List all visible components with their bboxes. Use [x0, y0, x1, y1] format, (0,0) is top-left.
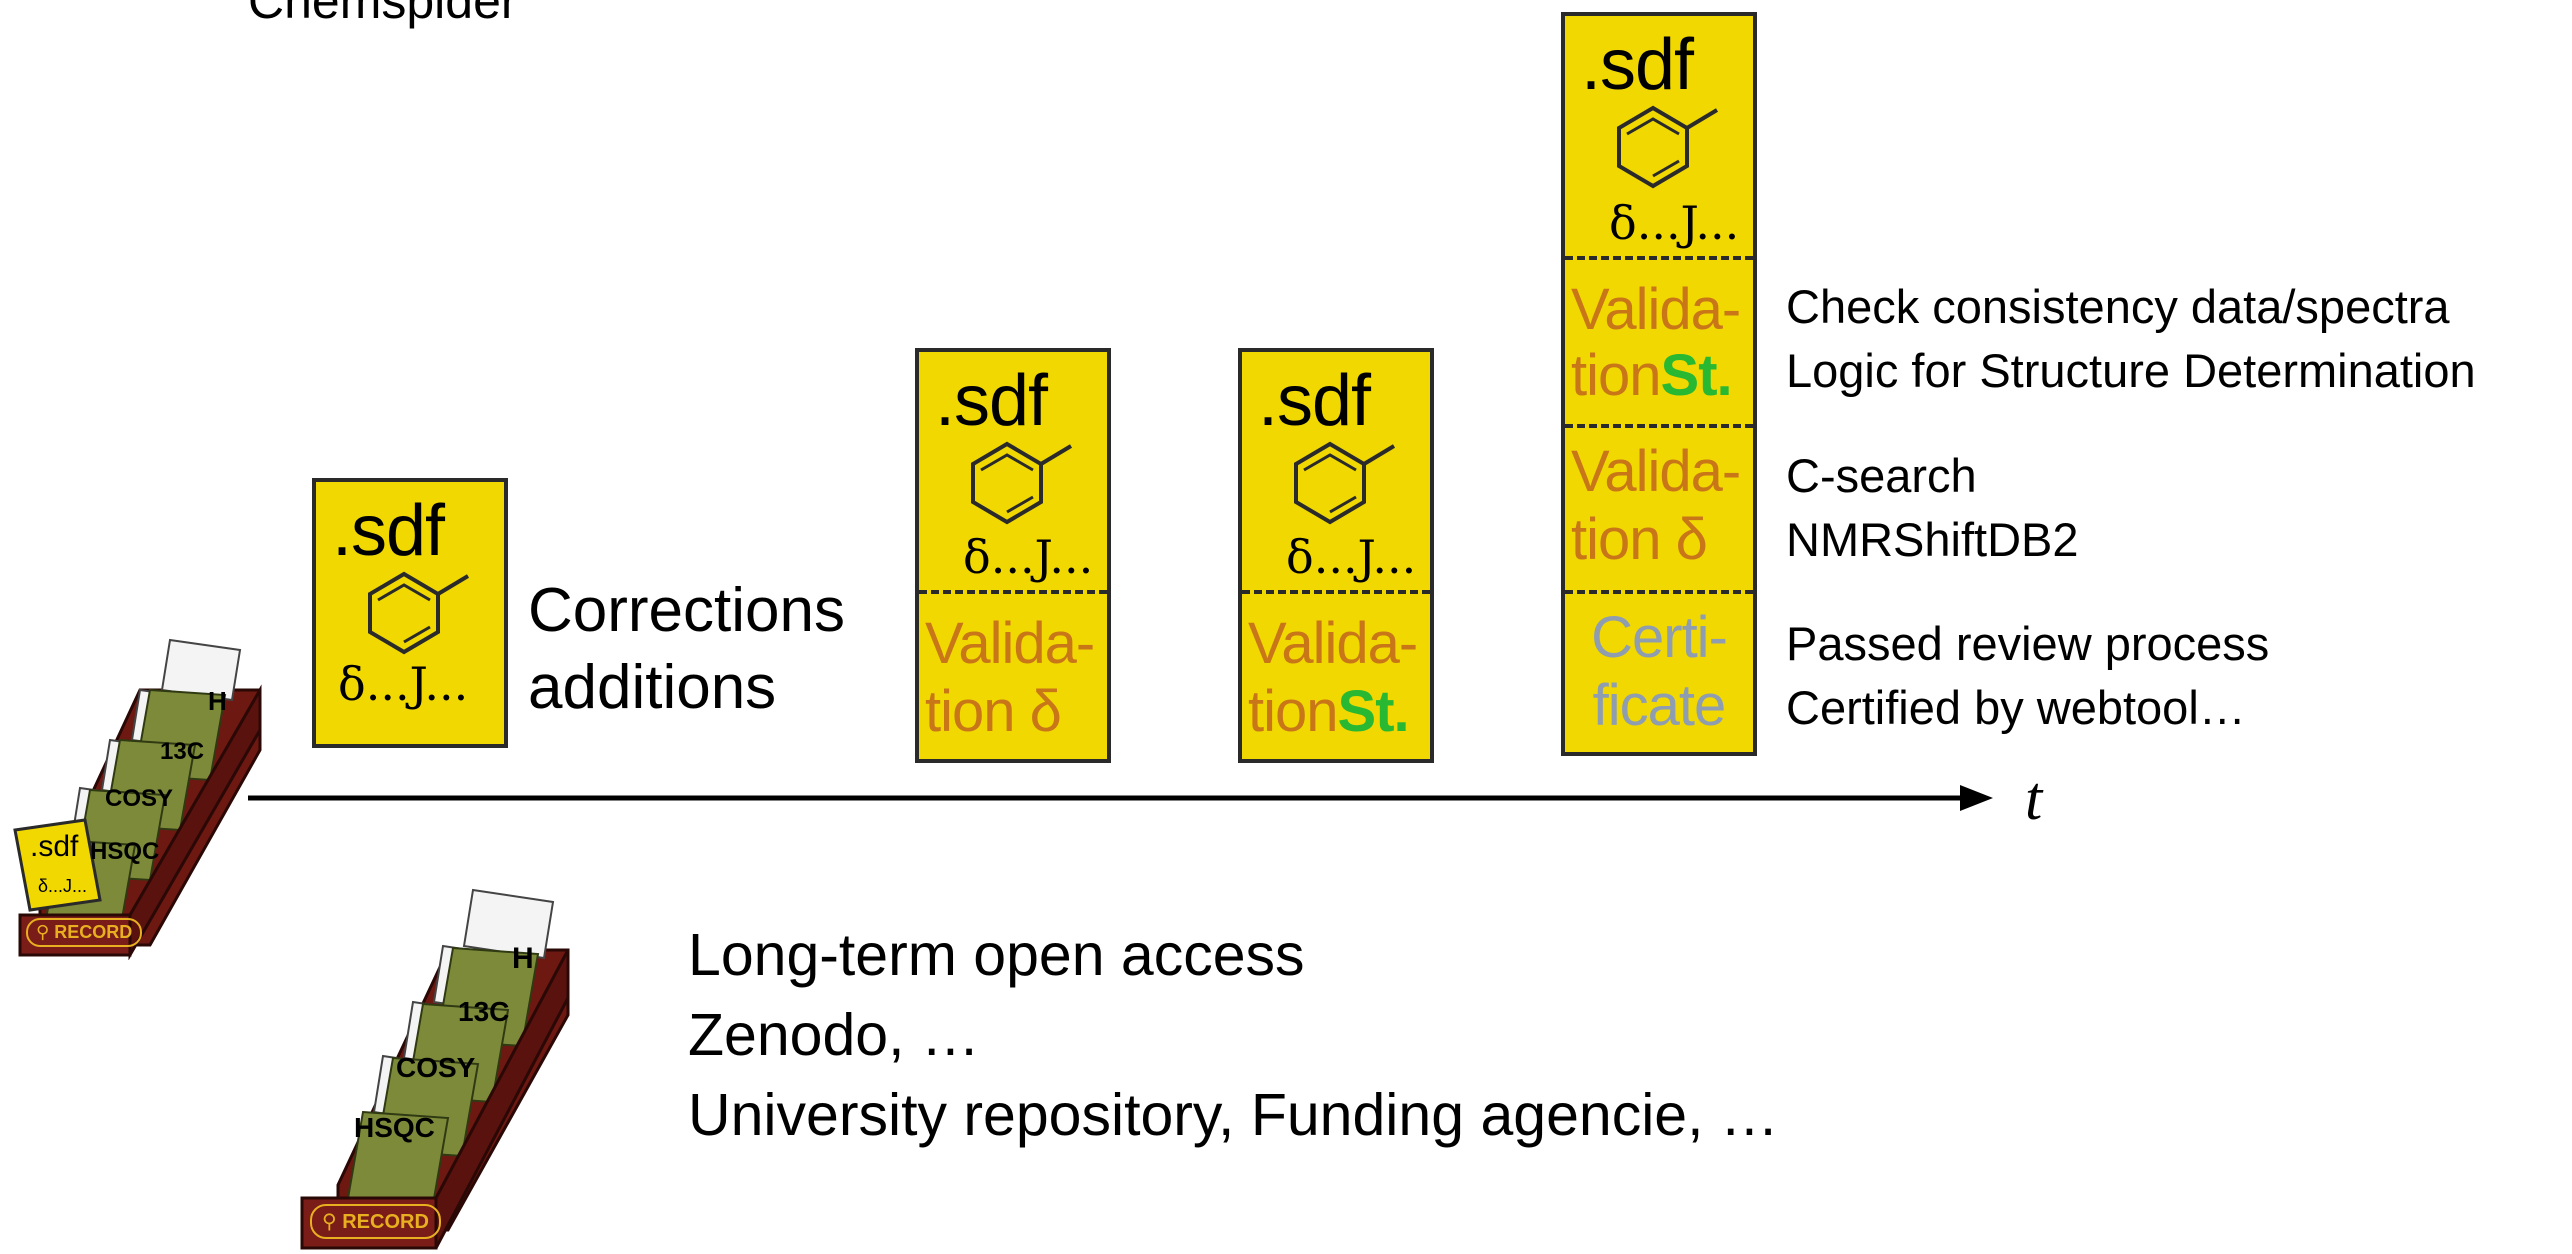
note-structure-1: Check consistency data/spectra: [1786, 280, 2450, 333]
validation-structure-line-2: tionSt.: [1565, 344, 1753, 408]
archive-badge: ⚲ RECORD: [310, 1204, 441, 1239]
time-axis-arrow: [248, 785, 1993, 811]
corrections-line-1: Corrections: [528, 576, 845, 645]
record-box-with-sdf: H 13C COSY HSQC .sdf δ...J... ⚲ RECORD: [10, 630, 270, 960]
time-axis-label: t: [2025, 765, 2043, 833]
archive-tab-h: H: [512, 942, 534, 975]
archive-tab-cosy: COSY: [396, 1052, 476, 1083]
sdf-file-label: .sdf: [1258, 361, 1371, 441]
record-tab-cosy: COSY: [105, 785, 174, 812]
sdf-file-label: .sdf: [1581, 25, 1694, 105]
record-logo-icon: ⚲: [322, 1211, 337, 1233]
record-tab-h: H: [208, 686, 227, 716]
note-shift-2: NMRShiftDB2: [1786, 513, 2079, 566]
validation-structure-word: tion: [1248, 679, 1339, 744]
note-certificate-2: Certified by webtool…: [1786, 681, 2246, 734]
record-tab-13c: 13C: [160, 738, 205, 765]
nmr-params-label: δ...J...: [963, 530, 1094, 584]
note-structure-2: Logic for Structure Determination: [1786, 344, 2476, 397]
validation-shift-line-2: tion δ: [1571, 507, 1708, 572]
sdf-file-label: .sdf: [332, 491, 445, 571]
toluene-molecule-icon: [368, 571, 470, 655]
nmr-params-label: δ...J...: [1609, 196, 1740, 250]
archive-badge-label: RECORD: [342, 1211, 429, 1233]
sdf-card-4: .sdf δ...J... Valida- tionSt. Valida- ti…: [1561, 12, 1757, 756]
long-term-title: Long-term open access: [688, 922, 1305, 988]
corrections-line-2: additions: [528, 653, 777, 722]
record-box-archive: H 13C COSY HSQC ⚲ RECORD: [298, 880, 578, 1254]
record-badge: ⚲ RECORD: [26, 918, 143, 947]
record-sdf-label: .sdf: [30, 830, 79, 863]
validation-shift-line-1: Valida-: [1571, 439, 1741, 504]
certificate-line-1: Certi-: [1591, 605, 1728, 670]
record-logo-icon: ⚲: [36, 922, 50, 942]
validation-structure-word: tion: [1571, 343, 1662, 408]
toluene-molecule-icon: [1294, 441, 1396, 525]
structure-abbrev: St.: [1337, 679, 1410, 744]
validation-structure-line-2: tionSt.: [1242, 680, 1430, 744]
validation-structure-line-1: Valida-: [1571, 277, 1741, 342]
sdf-file-label: .sdf: [935, 361, 1048, 441]
sdf-card-1: .sdf δ...J...: [312, 478, 508, 748]
long-term-line-2: University repository, Funding agencie, …: [688, 1082, 1779, 1148]
sdf-card-3: .sdf δ...J... Valida- tionSt.: [1238, 348, 1434, 763]
validation-shift-line-2: tion δ: [925, 679, 1062, 744]
sdf-card-2: .sdf δ...J... Valida- tion δ: [915, 348, 1111, 763]
toluene-molecule-icon: [971, 441, 1073, 525]
structure-abbrev: St.: [1660, 343, 1733, 408]
record-sdf-params: δ...J...: [38, 876, 88, 896]
certificate-line-2: ficate: [1592, 673, 1727, 738]
record-tab-hsqc: HSQC: [90, 838, 160, 865]
nmr-params-label: δ...J...: [338, 657, 469, 711]
validation-structure-line-1: Valida-: [1248, 611, 1418, 676]
nmr-params-label: δ...J...: [1286, 530, 1417, 584]
validation-shift-line-1: Valida-: [925, 611, 1095, 676]
archive-tab-13c: 13C: [458, 996, 510, 1027]
chemspider-label: Chemspider: [248, 0, 518, 29]
long-term-line-1: Zenodo, …: [688, 1002, 980, 1068]
record-badge-label: RECORD: [54, 922, 133, 942]
archive-tab-hsqc: HSQC: [354, 1112, 435, 1143]
toluene-molecule-icon: [1617, 105, 1719, 189]
note-shift-1: C-search: [1786, 449, 1977, 502]
note-certificate-1: Passed review process: [1786, 617, 2270, 670]
